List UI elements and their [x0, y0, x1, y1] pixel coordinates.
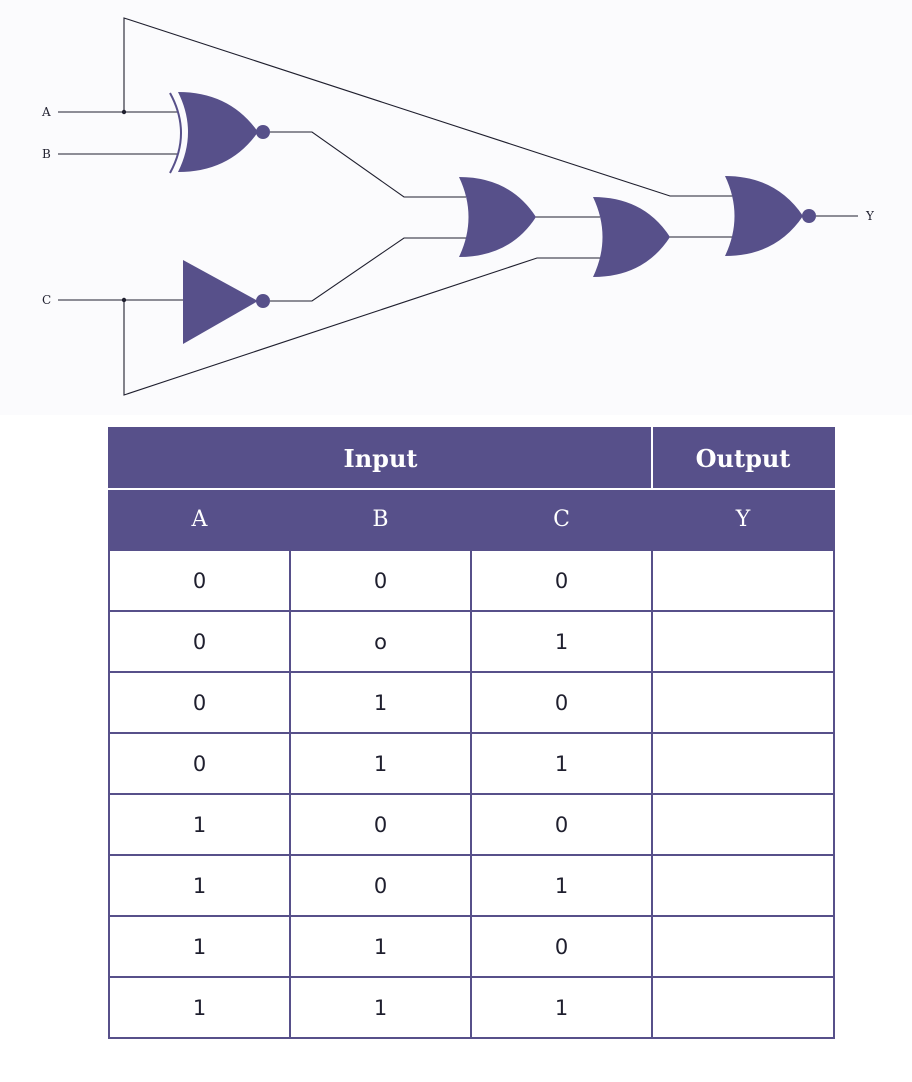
cell-a: 0 [108, 549, 291, 612]
cell-c: 0 [469, 915, 654, 978]
cell-c: 1 [469, 976, 654, 1039]
cell-a: 0 [108, 732, 291, 795]
cell-c: 0 [469, 549, 654, 612]
column-header-c: C [469, 488, 654, 551]
nor-gate [725, 176, 816, 256]
cell-b: 1 [289, 732, 472, 795]
cell-y [651, 976, 836, 1039]
table-row: 1 1 1 [108, 976, 836, 1039]
or-gate-1 [459, 177, 536, 257]
column-header-row: A B C Y [108, 488, 836, 551]
truth-table: Input Output A B C Y 0 0 0 0 o 1 0 1 0 [107, 427, 836, 1039]
table-row: 0 1 0 [108, 671, 836, 734]
cell-y [651, 671, 836, 734]
cell-c: 0 [469, 671, 654, 734]
cell-y [651, 854, 836, 917]
cell-b: 0 [289, 549, 472, 612]
output-label-y: Y [865, 209, 875, 223]
wire-xnor-out [270, 131, 466, 198]
input-label-c: C [42, 293, 51, 307]
cell-y [651, 610, 836, 673]
cell-a: 1 [108, 976, 291, 1039]
input-group-header: Input [107, 427, 654, 490]
logic-circuit-diagram: A B C Y [0, 0, 912, 415]
table-row: 1 1 0 [108, 915, 836, 978]
cell-y [651, 549, 836, 612]
cell-c: 1 [469, 732, 654, 795]
cell-b: 1 [289, 915, 472, 978]
group-header-row: Input Output [107, 427, 836, 490]
cell-b: o [289, 610, 472, 673]
output-group-header: Output [651, 427, 836, 490]
column-header-a: A [108, 488, 291, 551]
wire-a-branch [123, 17, 735, 197]
input-label-a: A [41, 105, 51, 119]
cell-b: 1 [289, 976, 472, 1039]
table-row: 0 o 1 [108, 610, 836, 673]
cell-y [651, 732, 836, 795]
cell-y [651, 915, 836, 978]
cell-b: 1 [289, 671, 472, 734]
junction-c [121, 297, 127, 303]
cell-a: 1 [108, 793, 291, 856]
cell-b: 0 [289, 854, 472, 917]
cell-c: 1 [469, 610, 654, 673]
xnor-gate [169, 92, 270, 174]
table-row: 0 1 1 [108, 732, 836, 795]
cell-b: 0 [289, 793, 472, 856]
cell-c: 0 [469, 793, 654, 856]
table-row: 0 0 0 [108, 549, 836, 612]
table-row: 1 0 1 [108, 854, 836, 917]
junction-a [121, 109, 127, 115]
cell-c: 1 [469, 854, 654, 917]
wire-not-out [270, 237, 466, 302]
not-gate [183, 260, 270, 344]
cell-a: 1 [108, 915, 291, 978]
input-label-b: B [42, 147, 51, 161]
cell-y [651, 793, 836, 856]
circuit-wires [58, 17, 858, 396]
or-gate-2 [593, 197, 670, 277]
table-row: 1 0 0 [108, 793, 836, 856]
cell-a: 0 [108, 610, 291, 673]
cell-a: 1 [108, 854, 291, 917]
wire-c-branch [123, 257, 600, 396]
column-header-y: Y [651, 488, 836, 551]
column-header-b: B [289, 488, 472, 551]
cell-a: 0 [108, 671, 291, 734]
